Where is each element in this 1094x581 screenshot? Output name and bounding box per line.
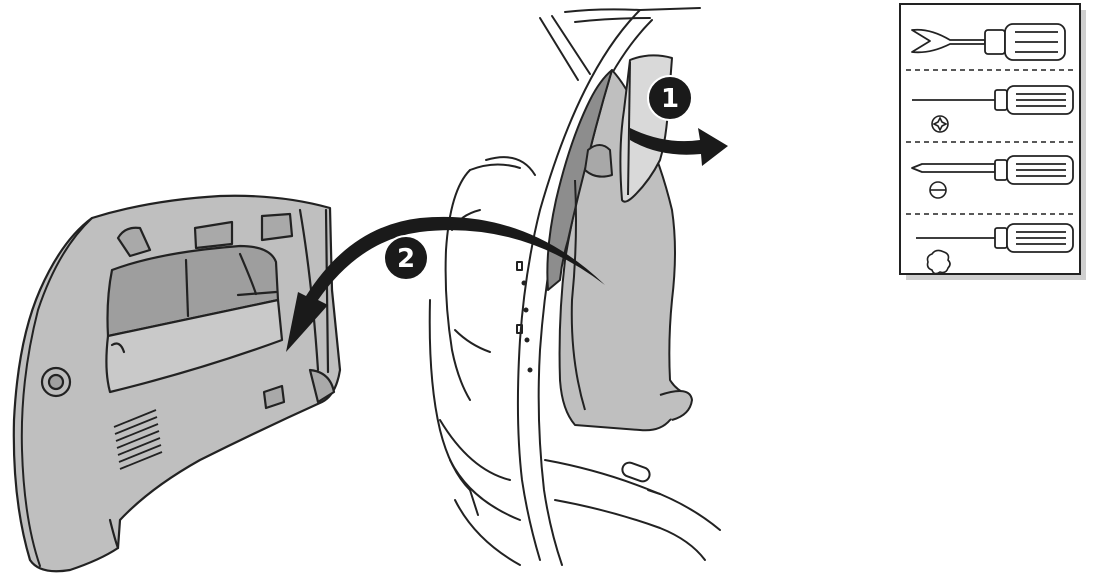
svg-text:2: 2 bbox=[397, 244, 415, 274]
svg-text:1: 1 bbox=[661, 84, 679, 114]
removed-trim-panel bbox=[14, 196, 340, 572]
tool-panel bbox=[900, 4, 1086, 280]
step-2-badge: 2 bbox=[384, 236, 428, 280]
step-1-badge: 1 bbox=[648, 76, 692, 120]
